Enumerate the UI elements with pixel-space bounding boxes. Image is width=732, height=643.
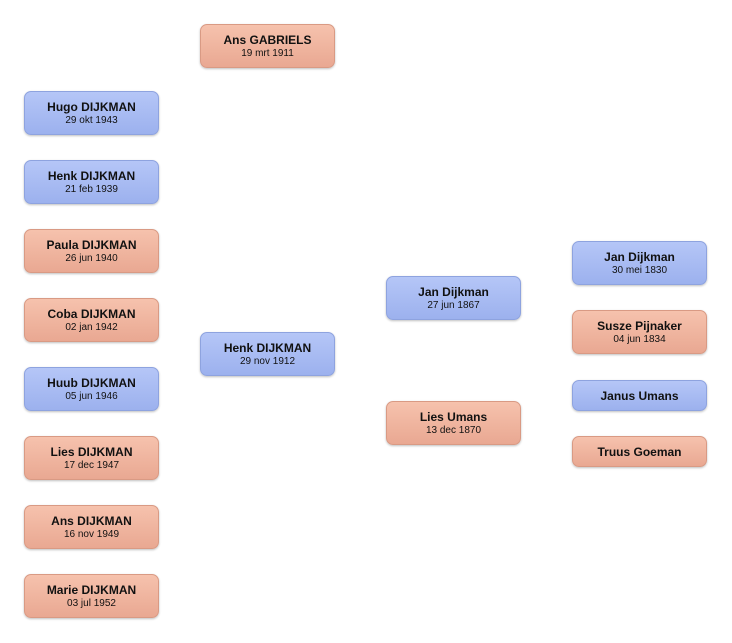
person-name: Jan Dijkman — [418, 284, 489, 299]
person-name: Hugo DIJKMAN — [47, 99, 136, 114]
person-date: 13 dec 1870 — [425, 424, 482, 436]
person-card-father[interactable]: Jan Dijkman 27 jun 1867 — [386, 276, 521, 320]
person-name: Coba DIJKMAN — [47, 306, 136, 321]
person-date: 17 dec 1947 — [63, 459, 120, 471]
person-date: 03 jul 1952 — [67, 597, 116, 609]
person-name: Lies Umans — [419, 409, 488, 424]
person-date: 26 jun 1940 — [65, 252, 118, 264]
person-card-child[interactable]: Lies DIJKMAN 17 dec 1947 — [24, 436, 159, 480]
person-name: Ans DIJKMAN — [51, 513, 132, 528]
person-date: 05 jun 1946 — [65, 390, 118, 402]
person-card-child[interactable]: Coba DIJKMAN 02 jan 1942 — [24, 298, 159, 342]
person-card-child[interactable]: Ans DIJKMAN 16 nov 1949 — [24, 505, 159, 549]
person-card-child[interactable]: Hugo DIJKMAN 29 okt 1943 — [24, 91, 159, 135]
person-name: Susze Pijnaker — [597, 318, 682, 333]
person-card-child[interactable]: Huub DIJKMAN 05 jun 1946 — [24, 367, 159, 411]
person-name: Henk DIJKMAN — [223, 340, 312, 355]
person-name: Ans GABRIELS — [223, 32, 312, 47]
person-date: 19 mrt 1911 — [241, 47, 294, 59]
person-card-child[interactable]: Henk DIJKMAN 21 feb 1939 — [24, 160, 159, 204]
person-name: Henk DIJKMAN — [47, 168, 136, 183]
person-date: 21 feb 1939 — [65, 183, 118, 195]
person-date: 04 jun 1834 — [613, 333, 666, 345]
person-card-focus[interactable]: Henk DIJKMAN 29 nov 1912 — [200, 332, 335, 376]
person-card-maternal-grandmother[interactable]: Truus Goeman — [572, 436, 707, 467]
person-name: Lies DIJKMAN — [50, 444, 133, 459]
person-name: Jan Dijkman — [604, 249, 675, 264]
person-date: 29 nov 1912 — [239, 355, 296, 367]
person-date: 02 jan 1942 — [65, 321, 118, 333]
person-card-spouse[interactable]: Ans GABRIELS 19 mrt 1911 — [200, 24, 335, 68]
person-date: 27 jun 1867 — [427, 299, 480, 311]
person-name: Truus Goeman — [597, 444, 682, 459]
person-name: Janus Umans — [600, 388, 679, 403]
person-card-child[interactable]: Marie DIJKMAN 03 jul 1952 — [24, 574, 159, 618]
person-name: Paula DIJKMAN — [46, 237, 137, 252]
person-date: 16 nov 1949 — [63, 528, 120, 540]
person-date: 29 okt 1943 — [65, 114, 118, 126]
person-card-paternal-grandmother[interactable]: Susze Pijnaker 04 jun 1834 — [572, 310, 707, 354]
person-card-child[interactable]: Paula DIJKMAN 26 jun 1940 — [24, 229, 159, 273]
person-name: Marie DIJKMAN — [46, 582, 137, 597]
person-card-maternal-grandfather[interactable]: Janus Umans — [572, 380, 707, 411]
person-card-paternal-grandfather[interactable]: Jan Dijkman 30 mei 1830 — [572, 241, 707, 285]
person-card-mother[interactable]: Lies Umans 13 dec 1870 — [386, 401, 521, 445]
person-date: 30 mei 1830 — [611, 264, 668, 276]
person-name: Huub DIJKMAN — [47, 375, 136, 390]
